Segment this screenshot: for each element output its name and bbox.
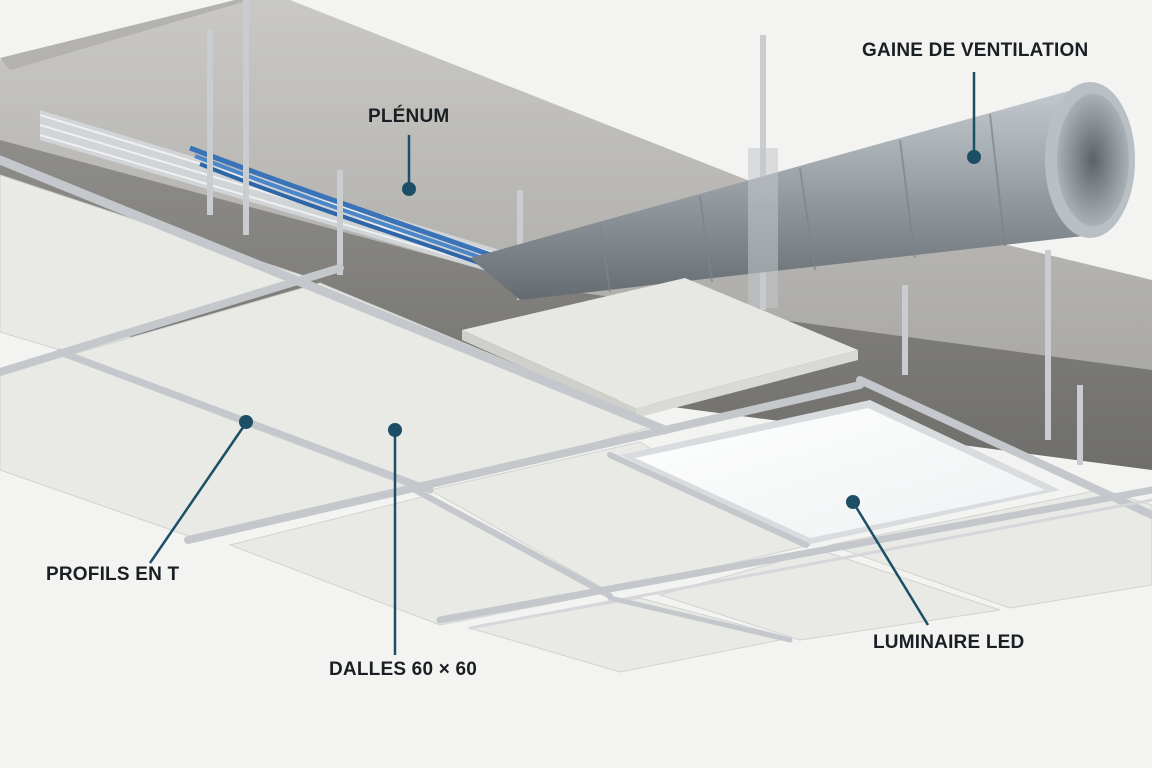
label-plenum: PLÉNUM bbox=[368, 106, 450, 127]
cable-tray bbox=[39, 110, 506, 275]
leader-lines bbox=[148, 72, 976, 655]
label-t-profiles: PROFILS EN T bbox=[46, 564, 180, 585]
ceiling-tiles bbox=[0, 174, 1152, 673]
plenum-marker bbox=[402, 182, 416, 196]
tile-marker bbox=[388, 423, 402, 437]
tprofile-marker bbox=[239, 415, 253, 429]
blue-cables bbox=[189, 145, 506, 263]
duct-marker bbox=[967, 150, 981, 164]
label-led-luminaire: LUMINAIRE LED bbox=[873, 632, 1025, 653]
leader-dots bbox=[239, 150, 981, 509]
led-luminaire bbox=[620, 400, 1060, 545]
t-profile-grid bbox=[0, 155, 1152, 643]
led-marker bbox=[846, 495, 860, 509]
label-tiles: DALLES 60 × 60 bbox=[329, 659, 477, 680]
ventilation-duct bbox=[470, 82, 1135, 308]
label-ventilation-duct: GAINE DE VENTILATION bbox=[862, 40, 1089, 61]
